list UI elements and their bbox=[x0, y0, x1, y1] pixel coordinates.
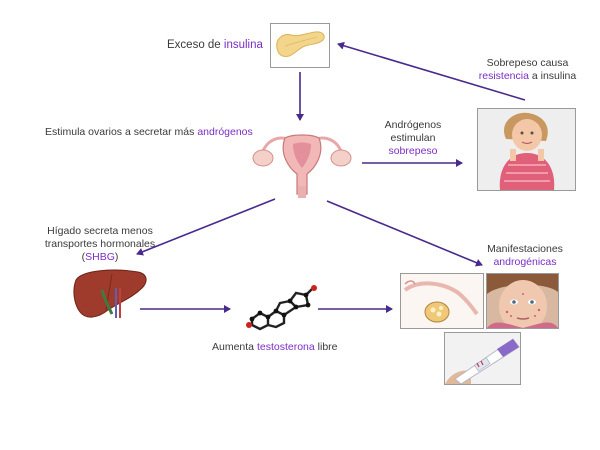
manifestations-label: Manifestaciones androgénicas bbox=[487, 243, 563, 268]
overweight-child-photo bbox=[478, 109, 575, 190]
ovary-cyst-diagram bbox=[401, 274, 483, 328]
pregnancy-test-box bbox=[444, 332, 521, 385]
arrow-ovaries-to-manifestations bbox=[326, 200, 483, 267]
insulin-label: Exceso de insulina bbox=[167, 39, 263, 51]
testosterone-label: Aumenta testosterona libre bbox=[212, 341, 338, 353]
overweight-photo-box bbox=[477, 108, 576, 191]
uterus-ovaries-icon bbox=[252, 134, 352, 198]
acne-face-photo bbox=[487, 274, 558, 328]
acne-photo-box bbox=[486, 273, 559, 329]
ovary-cyst-box bbox=[400, 273, 484, 329]
liver-label: Hígado secreta menos transportes hormona… bbox=[44, 225, 156, 263]
pancreas-box bbox=[270, 23, 330, 68]
arrow-ovaries-to-liver bbox=[136, 198, 276, 256]
arrow-overweight-to-insulin bbox=[337, 41, 526, 101]
overweight-label: Sobrepeso causa resistencia a insulina bbox=[478, 57, 577, 82]
uterus-ovaries-illustration bbox=[247, 124, 357, 200]
pregnancy-test-photo bbox=[445, 333, 520, 384]
steroid-molecule-icon bbox=[246, 285, 317, 331]
liver-icon bbox=[73, 269, 147, 318]
pancreas-icon bbox=[276, 31, 325, 57]
androgens-weight-label: Andrógenos estimulan sobrepeso bbox=[384, 119, 442, 157]
steroid-molecule-illustration bbox=[246, 285, 320, 331]
liver-illustration bbox=[72, 268, 150, 320]
ovaries-label: Estimula ovarios a secretar más andrógen… bbox=[45, 126, 253, 138]
